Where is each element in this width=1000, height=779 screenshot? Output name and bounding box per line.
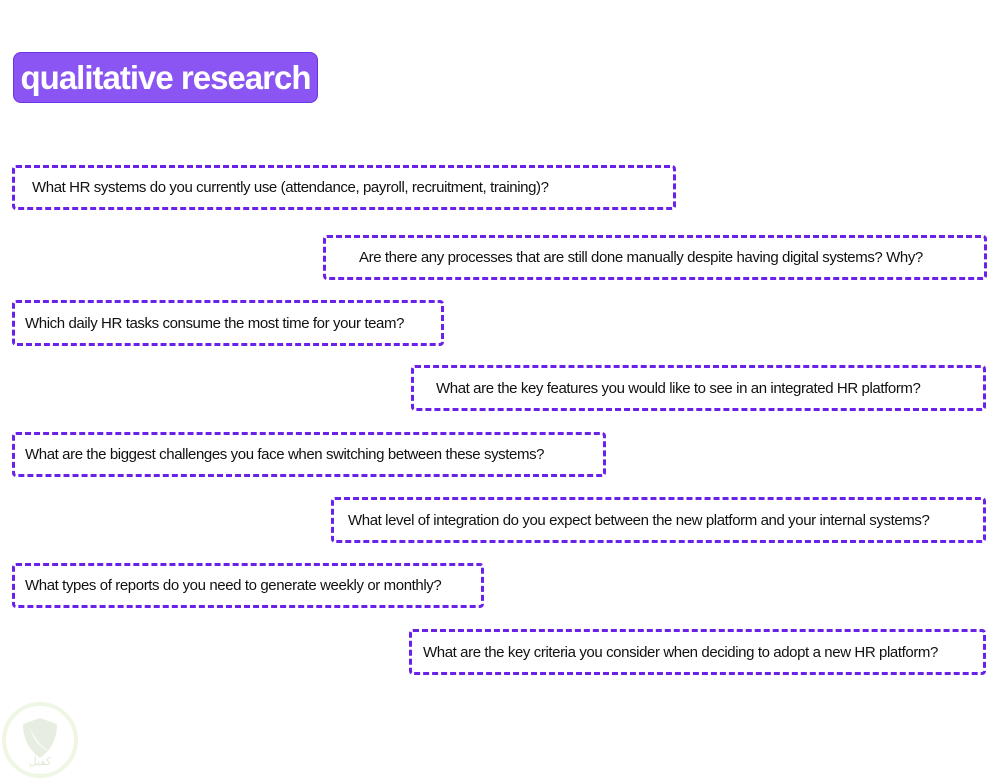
shield-icon [23,718,57,758]
question-box: What are the key criteria you consider w… [409,629,986,675]
question-box: What are the biggest challenges you face… [12,432,606,477]
question-box: What level of integration do you expect … [331,497,986,543]
question-box: What HR systems do you currently use (at… [12,165,676,210]
page-title-badge: qualitative research [13,52,318,103]
question-box: Which daily HR tasks consume the most ti… [12,300,444,346]
question-box: What types of reports do you need to gen… [12,563,484,608]
question-box: What are the key features you would like… [411,365,986,411]
watermark-text: كفيل [28,755,52,768]
watermark-logo: كفيل [2,702,78,778]
question-box: Are there any processes that are still d… [323,235,987,280]
